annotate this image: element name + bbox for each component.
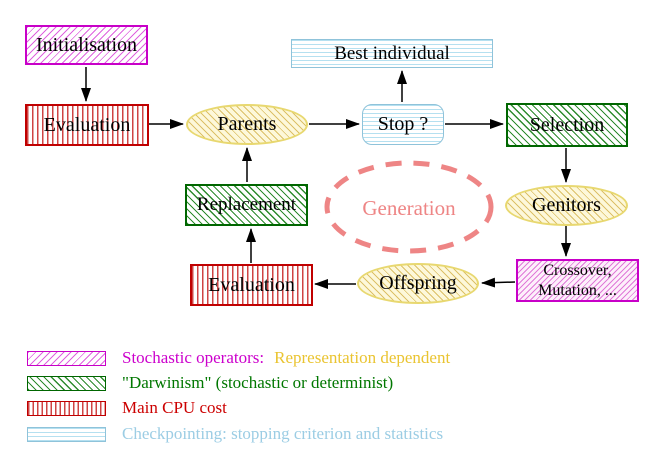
legend-stochastic-label: Stochastic operators: (122, 348, 265, 367)
legend-row-cpu-cost: Main CPU cost (27, 398, 227, 418)
legend-row-darwinism: "Darwinism" (stochastic or determinist) (27, 373, 393, 393)
node-offspring: Offspring (357, 263, 479, 304)
legend-row-checkpointing: Checkpointing: stopping criterion and st… (27, 424, 443, 444)
node-evaluation-top: Evaluation (25, 104, 149, 146)
node-stop: Stop ? (362, 104, 444, 145)
node-parents: Parents (186, 104, 308, 145)
legend-representation-label: Representation dependent (274, 348, 451, 367)
crossover-label-line2: Mutation, ... (538, 281, 617, 299)
node-replacement: Replacement (185, 184, 308, 226)
generation-dashed-ellipse (324, 160, 494, 254)
node-evaluation-bottom: Evaluation (190, 264, 313, 306)
generation-label: Generation (362, 196, 456, 220)
arrow-crossover-to-offspring (481, 277, 516, 288)
blue-lines-swatch-icon (27, 426, 106, 442)
legend-checkpointing-label: Checkpointing: stopping criterion and st… (122, 424, 444, 443)
green-hatch-swatch-icon (27, 375, 106, 391)
red-stripes-swatch-icon (27, 400, 106, 416)
legend-text-stochastic: Stochastic operators: Representation depe… (122, 348, 450, 368)
node-crossover-mutation: Crossover, Mutation, ... (516, 259, 639, 302)
legend-row-stochastic: Stochastic operators: Representation depe… (27, 348, 450, 368)
legend-darwinism-label: "Darwinism" (stochastic or determinist) (122, 373, 394, 392)
crossover-label-line1: Crossover, (543, 262, 612, 280)
node-genitors: Genitors (505, 185, 628, 226)
node-selection: Selection (506, 103, 628, 147)
node-initialisation: Initialisation (25, 25, 148, 65)
legend-cpu-cost-label: Main CPU cost (122, 398, 227, 417)
node-best-individual: Best individual (291, 39, 493, 68)
magenta-hatch-swatch-icon (27, 350, 106, 366)
